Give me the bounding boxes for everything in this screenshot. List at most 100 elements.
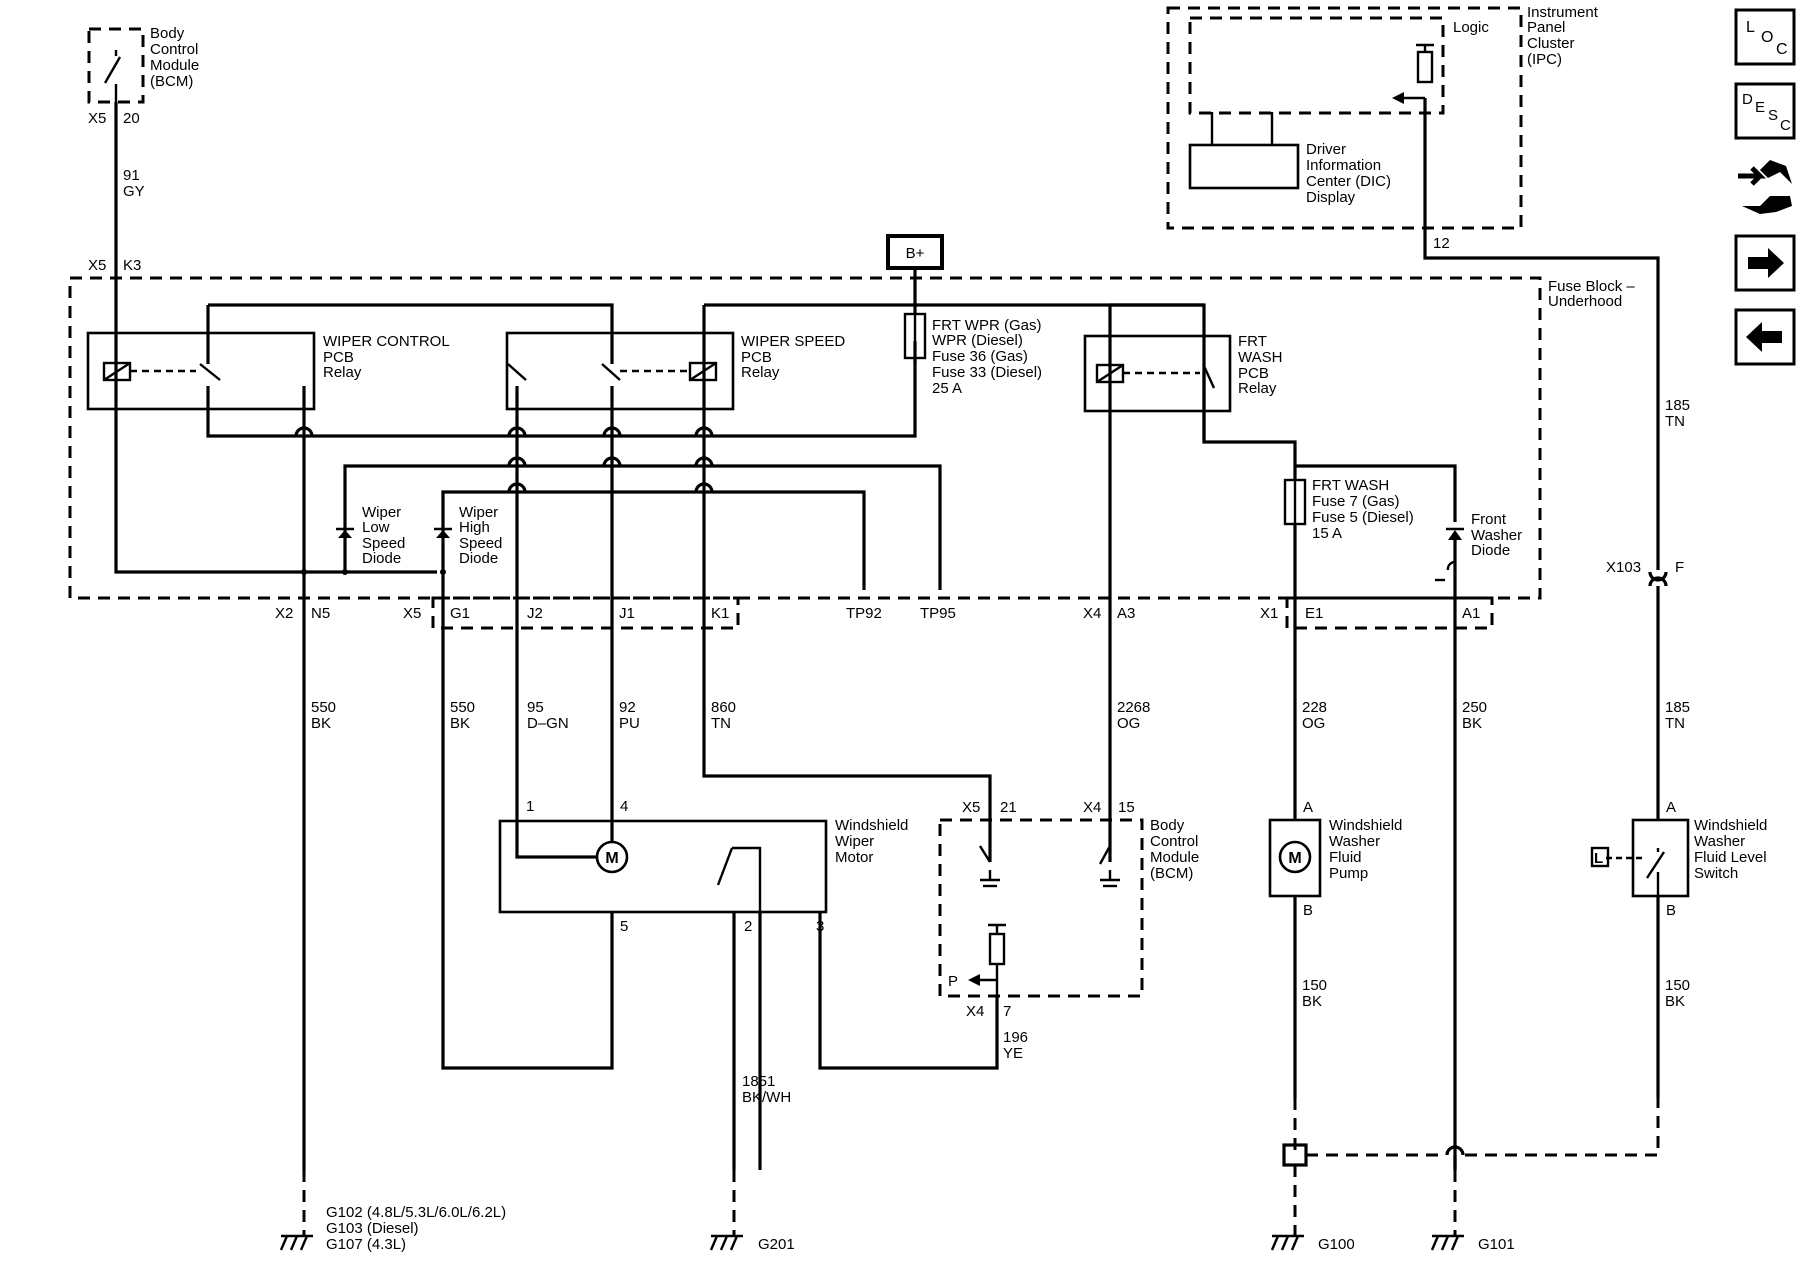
conn-a3: A3 (1117, 605, 1135, 622)
ground-bus (1282, 1098, 1660, 1170)
bcm-bottom-pin-7: 7 (1003, 1003, 1011, 1020)
fb-connector-x5-outline (431, 596, 740, 630)
motor-pin-2: 2 (744, 918, 752, 935)
ground-g100-label: G100 (1318, 1236, 1355, 1253)
ground-g201 (709, 1170, 743, 1251)
bcm-switch-21-icon (978, 845, 1000, 888)
battery-positive-box: B+ (886, 234, 944, 270)
conn-n5: N5 (311, 605, 330, 622)
svg-text:O: O (1761, 29, 1773, 46)
wiper-speed-relay (505, 331, 735, 411)
x103-connector-icon (1648, 571, 1668, 587)
level-sensor-l-icon: L (1594, 850, 1603, 867)
bcm-bottom-x4b: X4 (966, 1003, 984, 1020)
conn-x1: X1 (1260, 605, 1278, 622)
fb-pin-k3: K3 (123, 257, 141, 274)
wiper-motor-box (498, 819, 828, 914)
ipc-logic-outline (1188, 16, 1445, 115)
ground-g102-label: G102 (4.8L/5.3L/6.0L/6.2L)G103 (Diesel)G… (326, 1204, 506, 1253)
washer-pump-box (1268, 818, 1322, 898)
wire-crossings (294, 426, 714, 493)
connector-tools-icon[interactable] (1738, 160, 1792, 214)
motor-pin-1: 1 (526, 798, 534, 815)
svg-text:B+: B+ (906, 245, 925, 262)
washer-pump-motor-icon: M (1288, 850, 1301, 867)
svg-text:D: D (1742, 91, 1753, 108)
conn-k1: K1 (711, 605, 729, 622)
conn-j2: J2 (527, 605, 543, 622)
bcm-top-switch (103, 50, 122, 102)
frt-wpr-fuse-label: FRT WPR (Gas)WPR (Diesel)Fuse 36 (Gas)Fu… (932, 317, 1042, 397)
bcm-top-pin: 20 (123, 110, 140, 127)
svg-text:L: L (1746, 19, 1755, 36)
bcm-p-label: P (948, 973, 958, 990)
fb-connector-x1-outline (1285, 596, 1494, 630)
pump-pin-b: B (1303, 902, 1313, 919)
bcm-bottom-x4: X4 (1083, 799, 1101, 816)
conn-tp92: TP92 (846, 605, 882, 622)
wiper-control-relay (86, 331, 316, 411)
level-switch-icon (1606, 848, 1666, 896)
switch-pin-b: B (1666, 902, 1676, 919)
conn-x4: X4 (1083, 605, 1101, 622)
bcm-input-icon (968, 923, 1006, 996)
description-button[interactable]: D E S C (1734, 82, 1796, 140)
arrow-right-icon[interactable] (1734, 234, 1796, 292)
ground-g102 (279, 1170, 313, 1251)
ground-g201-label: G201 (758, 1236, 795, 1253)
x103-pin: F (1675, 559, 1684, 576)
bcm-top-outline (87, 27, 145, 104)
arrow-left-icon[interactable] (1734, 308, 1796, 366)
conn-tp95: TP95 (920, 605, 956, 622)
fb-connector-x5-top: X5 (88, 257, 106, 274)
conn-x5: X5 (403, 605, 421, 622)
svg-text:C: C (1776, 41, 1788, 58)
wiper-high-speed-diode-icon (434, 527, 452, 538)
motor-pin-3: 3 (816, 918, 824, 935)
ground-g101-label: G101 (1478, 1236, 1515, 1253)
bcm-top-connector: X5 (88, 110, 106, 127)
fuse-block-outline (68, 276, 1542, 600)
switch-pin-a: A (1666, 799, 1676, 816)
svg-text:S: S (1768, 107, 1778, 124)
conn-j1: J1 (619, 605, 635, 622)
ipc-outline (1166, 6, 1523, 230)
bcm-bottom-x5: X5 (962, 799, 980, 816)
svg-text:M: M (605, 850, 618, 867)
dic-display-box (1188, 143, 1300, 190)
ground-g100 (1270, 1165, 1304, 1251)
wiper-park-switch-icon (716, 846, 762, 912)
x103-label: X103 (1606, 559, 1641, 576)
ipc-pin-12: 12 (1433, 235, 1450, 252)
svg-text:C: C (1780, 117, 1791, 134)
wiper-low-speed-diode-icon (336, 527, 354, 538)
front-washer-diode-icon (1435, 527, 1464, 582)
conn-e1: E1 (1305, 605, 1323, 622)
frt-wash-relay (1083, 334, 1232, 413)
bcm-switch-15-icon (1098, 845, 1120, 888)
conn-x2: X2 (275, 605, 293, 622)
ipc-logic-label: Logic (1453, 19, 1489, 36)
location-button[interactable]: L O C (1734, 8, 1796, 66)
